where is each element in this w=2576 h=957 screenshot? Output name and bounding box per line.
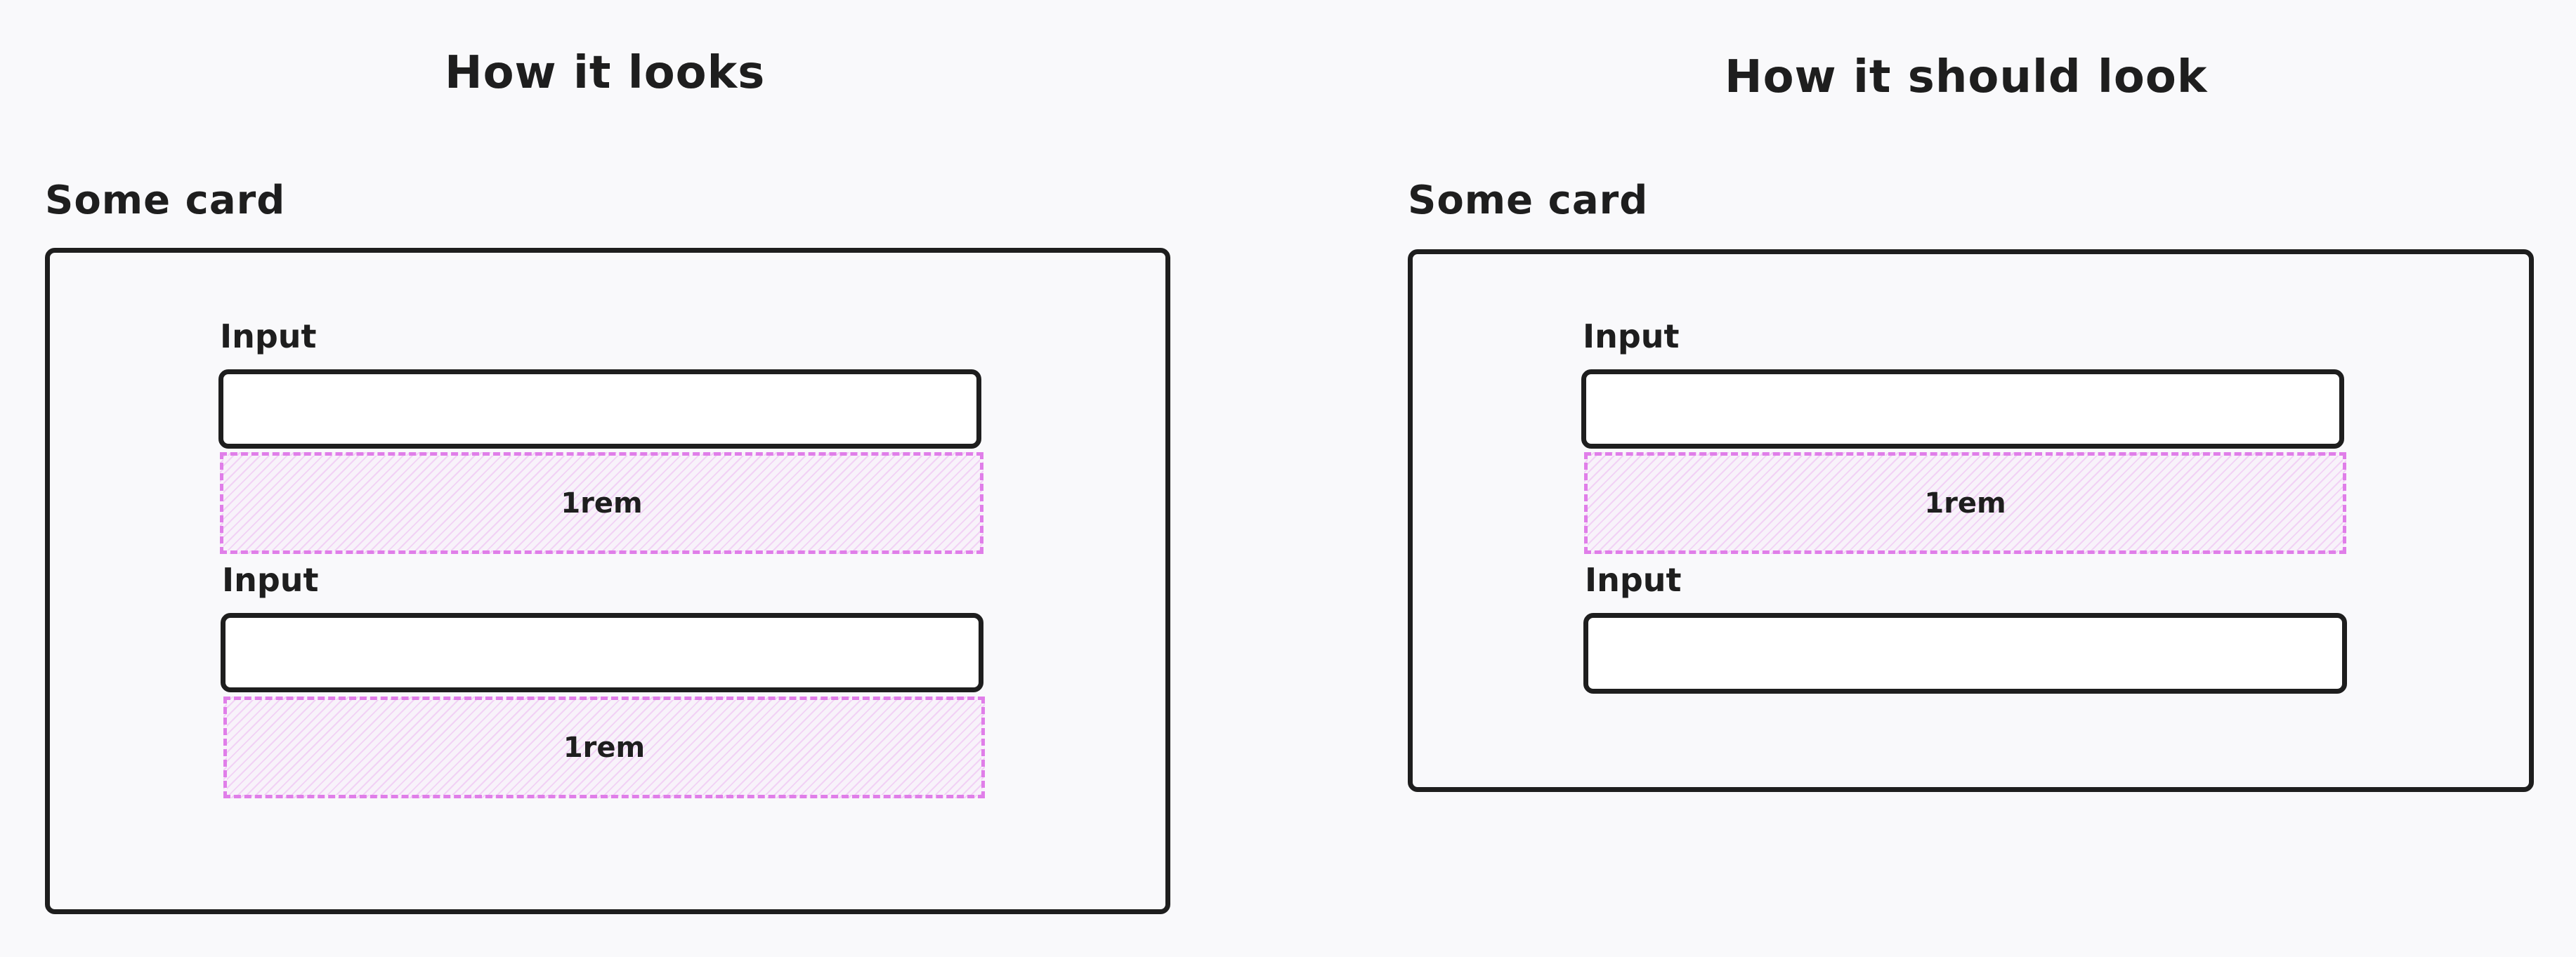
right-card	[1408, 249, 2534, 792]
left-card-title: Some card	[45, 178, 286, 223]
right-input-field-1[interactable]	[1581, 369, 2344, 449]
left-gap-indicator-1: 1rem	[220, 452, 983, 554]
left-input-field-1[interactable]	[218, 369, 981, 449]
left-card	[45, 248, 1170, 914]
right-input-label-2: Input	[1585, 561, 1682, 599]
left-gap-label-2: 1rem	[563, 731, 646, 764]
left-gap-indicator-2: 1rem	[223, 697, 985, 798]
right-panel-heading: How it should look	[1725, 51, 2208, 103]
right-input-label-1: Input	[1583, 317, 1680, 355]
right-input-field-2[interactable]	[1583, 613, 2347, 694]
left-input-field-2[interactable]	[221, 613, 983, 692]
left-panel-heading: How it looks	[445, 47, 766, 99]
left-gap-label-1: 1rem	[561, 487, 643, 520]
right-gap-indicator-1: 1rem	[1584, 452, 2346, 554]
right-gap-label-1: 1rem	[1924, 487, 2006, 520]
right-card-title: Some card	[1408, 178, 1649, 223]
left-input-label-2: Input	[222, 561, 319, 599]
left-input-label-1: Input	[220, 317, 317, 355]
